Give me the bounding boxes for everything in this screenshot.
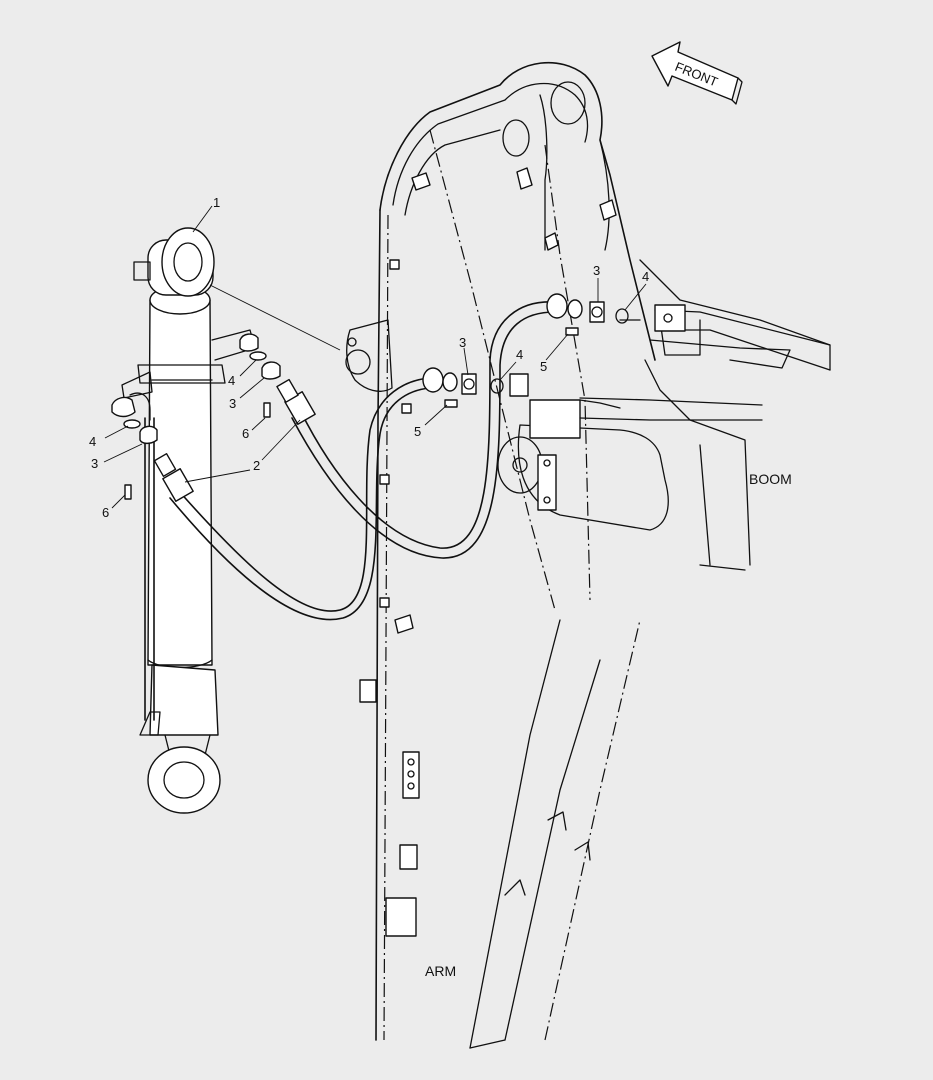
arm-structure	[345, 61, 656, 1049]
callout-2-lower: 2	[253, 458, 260, 473]
callout-3-right: 3	[593, 263, 600, 278]
callout-4-mid: 4	[228, 373, 235, 388]
leader-lines	[103, 205, 647, 509]
callout-4-hose: 4	[516, 347, 523, 362]
callout-3-hose: 3	[459, 335, 466, 350]
callout-4-left: 4	[89, 434, 96, 449]
arm-label: ARM	[425, 963, 456, 979]
callout-3-mid: 3	[229, 396, 236, 411]
boom-label: BOOM	[749, 471, 792, 487]
front-arrow: FRONT	[651, 41, 743, 105]
callout-6-upper: 6	[242, 426, 249, 441]
callout-1: 1	[213, 195, 220, 210]
boom-structure	[497, 259, 831, 571]
hose-lower	[169, 377, 431, 621]
callout-3-left: 3	[91, 456, 98, 471]
callouts: 1 2 2 3 3 3 3 4 4 4 4 5 5 6 6	[89, 195, 649, 520]
callout-5-upper: 5	[540, 359, 547, 374]
callout-6-lower: 6	[102, 505, 109, 520]
callout-4-right: 4	[642, 269, 649, 284]
fittings	[111, 293, 629, 502]
hose-upper	[291, 301, 556, 559]
callout-5-lower: 5	[414, 424, 421, 439]
steel-pipe	[144, 417, 155, 721]
